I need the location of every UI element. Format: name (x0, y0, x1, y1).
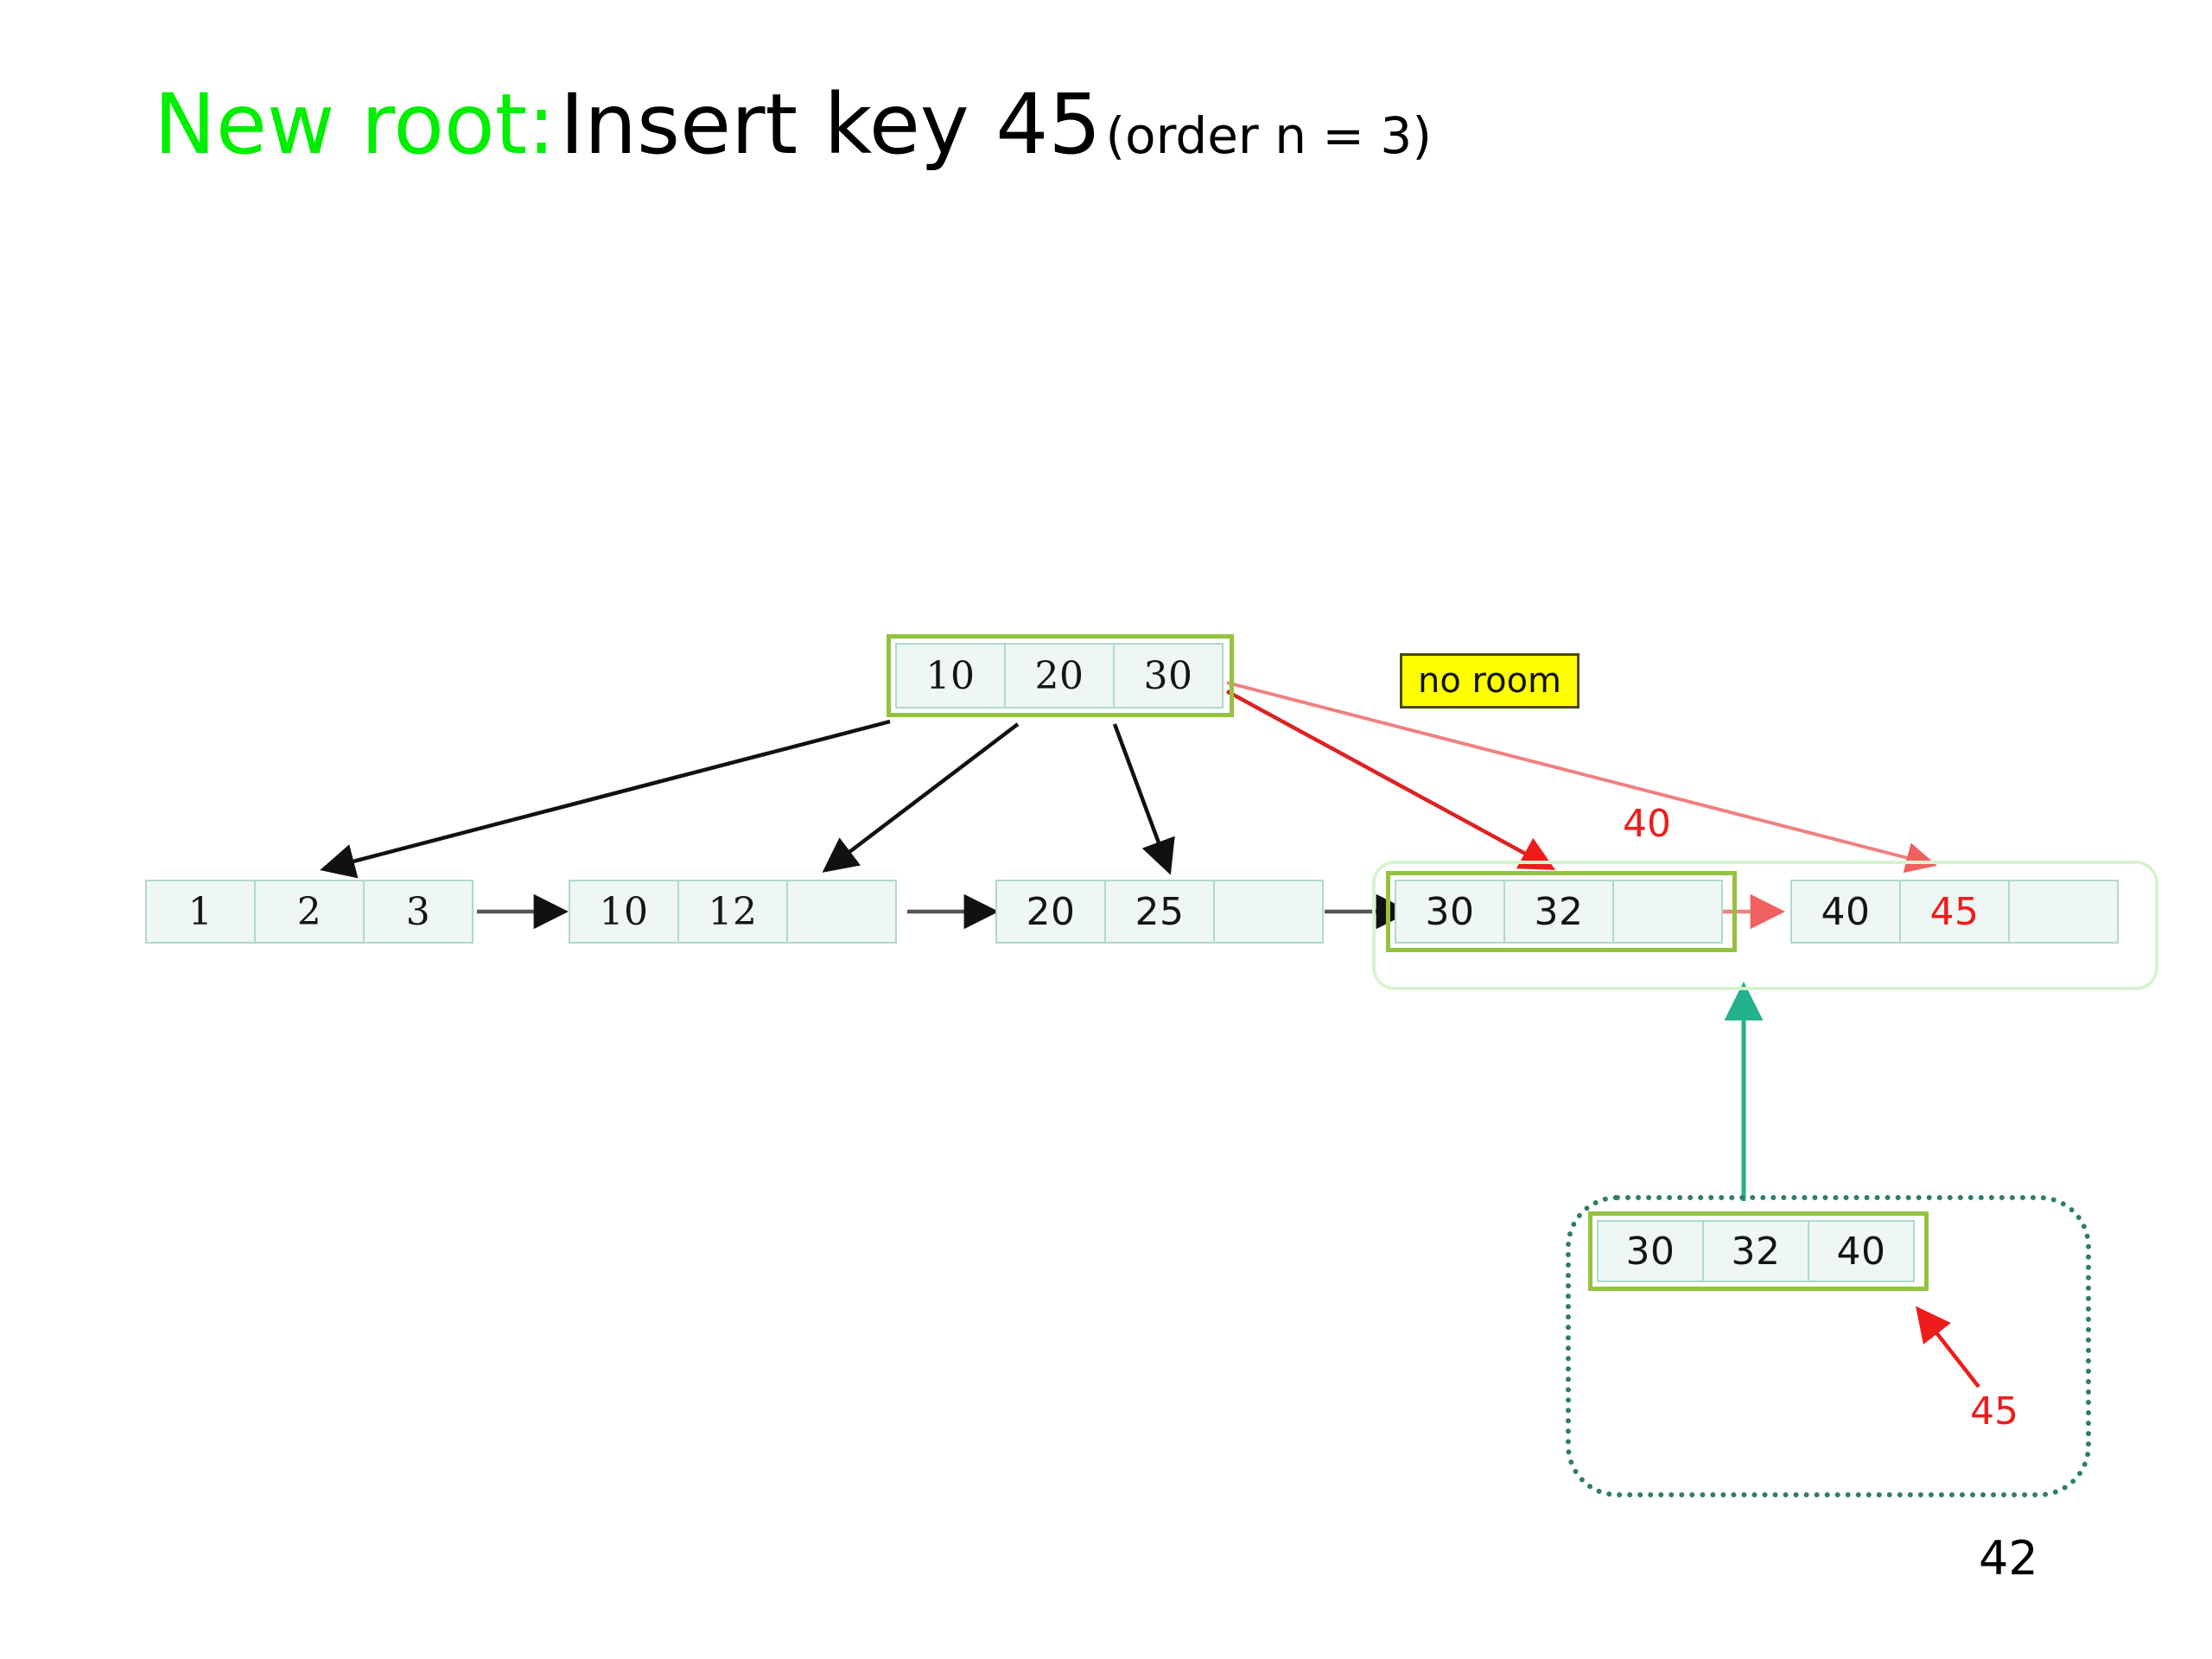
no-room-badge: no room (1400, 653, 1580, 709)
edge-root-to-leaf2 (822, 722, 1020, 873)
leaf4-cell-0[interactable]: 30 (1395, 880, 1505, 944)
leaf-30-32[interactable]: 30 32 (1395, 880, 1723, 944)
root-cell-1[interactable]: 20 (1004, 643, 1115, 709)
title-order-note: (order n = 3) (1105, 106, 1432, 165)
leaf-40-45[interactable]: 40 45 (1790, 880, 2119, 944)
leaf1-cell-2[interactable]: 3 (363, 880, 474, 944)
leaf4-cell-1[interactable]: 32 (1503, 880, 1614, 944)
leaf2-cell-0[interactable]: 10 (569, 880, 679, 944)
root-cell-0[interactable]: 10 (895, 643, 1006, 709)
leaf-10-12[interactable]: 10 12 (569, 880, 897, 944)
leaf5-cell-1[interactable]: 45 (1899, 880, 2010, 944)
inset-cell-0[interactable]: 30 (1597, 1220, 1704, 1282)
split-group-container (1372, 861, 2158, 990)
leaf3-cell-2[interactable] (1213, 880, 1324, 944)
leaf1-cell-1[interactable]: 2 (254, 880, 365, 944)
overflow-node[interactable]: 30 32 40 (1597, 1220, 1915, 1282)
leaf5-cell-2[interactable] (2008, 880, 2119, 944)
leaf1-cell-0[interactable]: 1 (145, 880, 256, 944)
inset-cell-2[interactable]: 40 (1808, 1220, 1915, 1282)
root-node[interactable]: 10 20 30 (895, 643, 1224, 709)
edge-root-to-leaf4-red (1225, 690, 1556, 870)
edge-root-to-leaf1 (320, 719, 891, 879)
inset-cell-1[interactable]: 32 (1702, 1220, 1809, 1282)
leaf-20-25[interactable]: 20 25 (995, 880, 1324, 944)
leaf3-cell-1[interactable]: 25 (1104, 880, 1215, 944)
inserted-key-label: 45 (1970, 1389, 2018, 1433)
page-title: New root: Insert key 45 (order n = 3) (154, 83, 1432, 166)
leaf2-cell-1[interactable]: 12 (677, 880, 788, 944)
leaf5-cell-0[interactable]: 40 (1790, 880, 1901, 944)
edge-root-to-leaf3 (1112, 723, 1175, 875)
leaf2-cell-2[interactable] (786, 880, 897, 944)
leaf3-cell-0[interactable]: 20 (995, 880, 1106, 944)
title-highlight: New root: (154, 76, 556, 173)
page-number: 42 (1979, 1531, 2038, 1586)
overflow-detail-container (1566, 1195, 2091, 1497)
edge-root-to-leaf5-red (1226, 681, 1937, 874)
root-cell-2[interactable]: 30 (1113, 643, 1224, 709)
promoted-key-label: 40 (1623, 802, 1671, 846)
leaf-1-2-3[interactable]: 1 2 3 (145, 880, 474, 944)
leaf4-cell-2[interactable] (1612, 880, 1723, 944)
title-main: Insert key 45 (559, 76, 1102, 173)
